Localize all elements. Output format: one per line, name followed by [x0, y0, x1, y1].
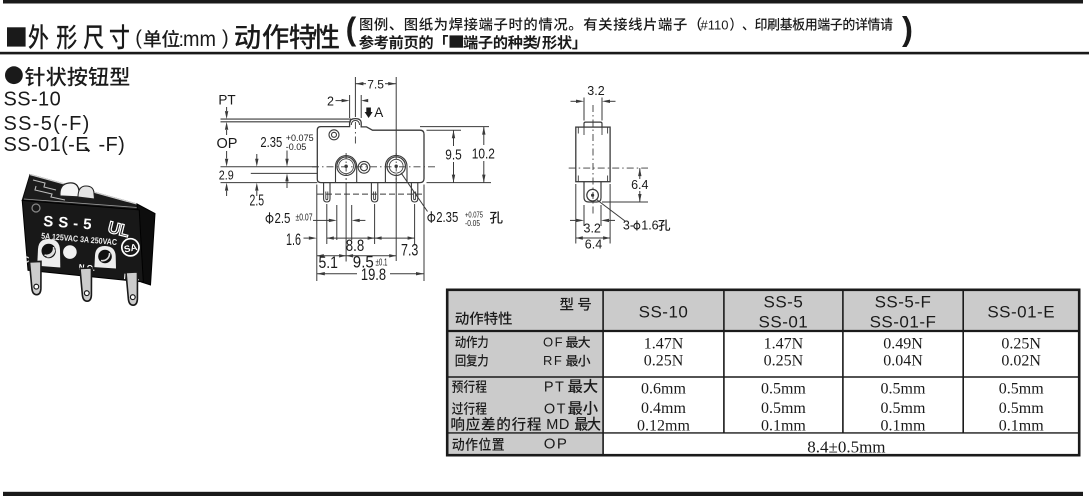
svg-text:1.47N: 1.47N: [764, 336, 804, 353]
svg-text:PT: PT: [544, 379, 566, 395]
svg-text:2.9: 2.9: [219, 167, 234, 182]
svg-text:0.5mm: 0.5mm: [761, 400, 806, 417]
svg-text:SS-01-F: SS-01-F: [870, 313, 937, 332]
svg-text:0.12mm: 0.12mm: [637, 417, 690, 434]
svg-text:UL: UL: [106, 218, 131, 241]
svg-text:SS-5(-F): SS-5(-F): [4, 113, 91, 135]
svg-text:0.25N: 0.25N: [1001, 336, 1041, 353]
svg-text:(: (: [135, 28, 142, 50]
svg-text:1.6: 1.6: [286, 231, 301, 249]
svg-text:0.5mm: 0.5mm: [881, 381, 926, 398]
svg-text:9.5: 9.5: [353, 254, 374, 272]
svg-text:mm: mm: [183, 28, 216, 51]
svg-text:SA: SA: [123, 242, 138, 256]
svg-text:0.49N: 0.49N: [883, 336, 923, 353]
svg-text:2: 2: [327, 95, 334, 109]
svg-text:0.6mm: 0.6mm: [641, 381, 686, 398]
svg-text:SS-01: SS-01: [759, 313, 809, 332]
svg-text:+0.075: +0.075: [465, 210, 483, 220]
svg-text:#110: #110: [701, 18, 729, 33]
svg-text:0.04N: 0.04N: [883, 353, 923, 370]
svg-text:9.5: 9.5: [445, 146, 462, 163]
svg-text:0.25N: 0.25N: [764, 353, 804, 370]
svg-text:/: /: [537, 35, 542, 52]
svg-text:RF: RF: [543, 353, 563, 368]
svg-text:10.2: 10.2: [472, 145, 495, 162]
svg-text:0.5mm: 0.5mm: [999, 381, 1044, 398]
svg-text:SS-5: SS-5: [764, 293, 804, 312]
svg-text:SS-10: SS-10: [4, 88, 62, 110]
svg-text:±0.1: ±0.1: [376, 256, 388, 268]
svg-text:8.8: 8.8: [346, 237, 364, 255]
svg-text:SS-10: SS-10: [639, 303, 689, 322]
svg-text:PT: PT: [218, 93, 235, 108]
svg-text:1.47N: 1.47N: [644, 336, 684, 353]
svg-text:8.4±0.5mm: 8.4±0.5mm: [807, 437, 885, 456]
svg-text:3-: 3-: [623, 219, 634, 233]
svg-text:3.2: 3.2: [587, 84, 604, 98]
svg-text:±0.07: ±0.07: [296, 212, 313, 224]
svg-text:0.1mm: 0.1mm: [761, 417, 806, 434]
svg-text:-F): -F): [99, 134, 126, 156]
svg-text:): ): [222, 28, 229, 50]
svg-text:OT: OT: [544, 401, 567, 417]
svg-text:0.25N: 0.25N: [644, 353, 684, 370]
svg-text:A: A: [374, 105, 383, 120]
svg-text:SS-5-F: SS-5-F: [875, 293, 932, 312]
svg-text:6.4: 6.4: [585, 238, 602, 252]
svg-text:OP: OP: [217, 136, 238, 152]
svg-text::: :: [179, 30, 184, 51]
svg-text:1.6: 1.6: [641, 219, 658, 233]
svg-text:SS-5: SS-5: [43, 213, 97, 234]
svg-text:SS-01-E: SS-01-E: [987, 303, 1055, 322]
svg-text:19.8: 19.8: [361, 266, 386, 284]
svg-text:MD: MD: [546, 417, 570, 433]
svg-text:0.1mm: 0.1mm: [999, 417, 1044, 434]
svg-text:2.5: 2.5: [274, 210, 290, 227]
svg-text:SS-01(-E: SS-01(-E: [4, 134, 89, 156]
svg-text:0.5mm: 0.5mm: [999, 400, 1044, 417]
svg-text:+0.075: +0.075: [286, 133, 314, 143]
svg-text:0.4mm: 0.4mm: [641, 400, 686, 417]
svg-text:7.5: 7.5: [367, 78, 384, 92]
svg-text:OP: OP: [544, 436, 569, 453]
svg-text:6.4: 6.4: [631, 178, 648, 192]
svg-text:0.5mm: 0.5mm: [761, 381, 806, 398]
svg-text:OF: OF: [543, 335, 564, 350]
svg-text:0.02N: 0.02N: [1001, 353, 1041, 370]
svg-text:(: (: [346, 11, 357, 47]
svg-text:C: C: [24, 256, 30, 265]
svg-text:5.1: 5.1: [318, 254, 338, 272]
svg-text:): ): [902, 10, 913, 47]
svg-text:2.5: 2.5: [250, 193, 265, 210]
svg-text:-0.05: -0.05: [465, 218, 480, 228]
svg-text:2.35: 2.35: [436, 209, 458, 226]
svg-text:-0.05: -0.05: [286, 142, 307, 152]
svg-text:0.5mm: 0.5mm: [881, 400, 926, 417]
svg-text:7.3: 7.3: [401, 241, 418, 259]
svg-text:2.35: 2.35: [260, 134, 282, 151]
svg-text:3.2: 3.2: [584, 222, 601, 236]
svg-text:0.1mm: 0.1mm: [881, 417, 926, 434]
